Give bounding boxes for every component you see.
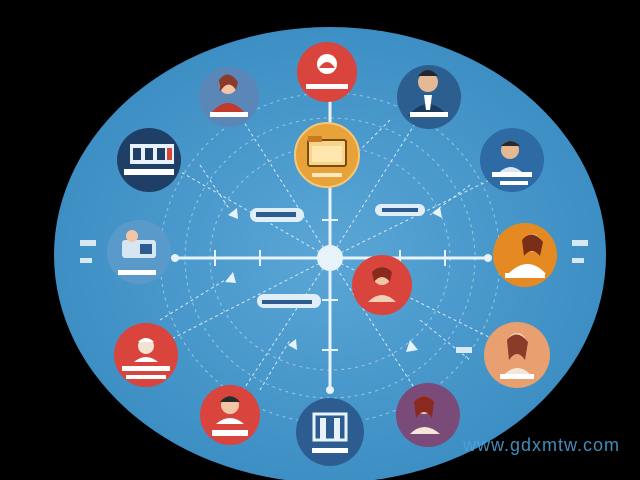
person-portrait-icon	[508, 234, 546, 274]
label-plates	[250, 204, 425, 308]
person-portrait-icon	[216, 396, 244, 424]
person-portrait-icon	[134, 338, 158, 362]
axis-end-caps	[171, 254, 492, 394]
door-icon	[312, 412, 348, 442]
logo-badge-icon	[317, 54, 337, 74]
center-hub	[317, 245, 343, 271]
storefront-icon	[130, 144, 174, 164]
node-lower-left	[114, 323, 178, 387]
node-lower-right	[484, 322, 550, 388]
node-upper-right	[480, 128, 544, 192]
folder-icon	[307, 136, 347, 167]
node-inner-right	[352, 255, 412, 315]
node-mid-right	[493, 223, 557, 287]
node-bottom	[296, 398, 364, 466]
person-portrait-icon	[410, 396, 440, 434]
watermark-text: www.gdxmtw.com	[462, 435, 620, 455]
node-top	[297, 42, 357, 102]
connector-lines	[149, 99, 516, 413]
arrow-heads	[225, 207, 442, 352]
node-top-left	[199, 67, 259, 127]
side-marks	[80, 240, 588, 353]
person-portrait-icon	[212, 74, 244, 112]
node-mid-left	[107, 220, 171, 284]
node-bottom-left	[200, 385, 260, 445]
node-top-right	[397, 65, 461, 129]
node-bottom-right	[396, 383, 460, 447]
worker-icon	[122, 230, 156, 258]
center-folder-node	[294, 122, 360, 188]
person-portrait-icon	[368, 267, 396, 302]
node-upper-left	[117, 128, 181, 192]
